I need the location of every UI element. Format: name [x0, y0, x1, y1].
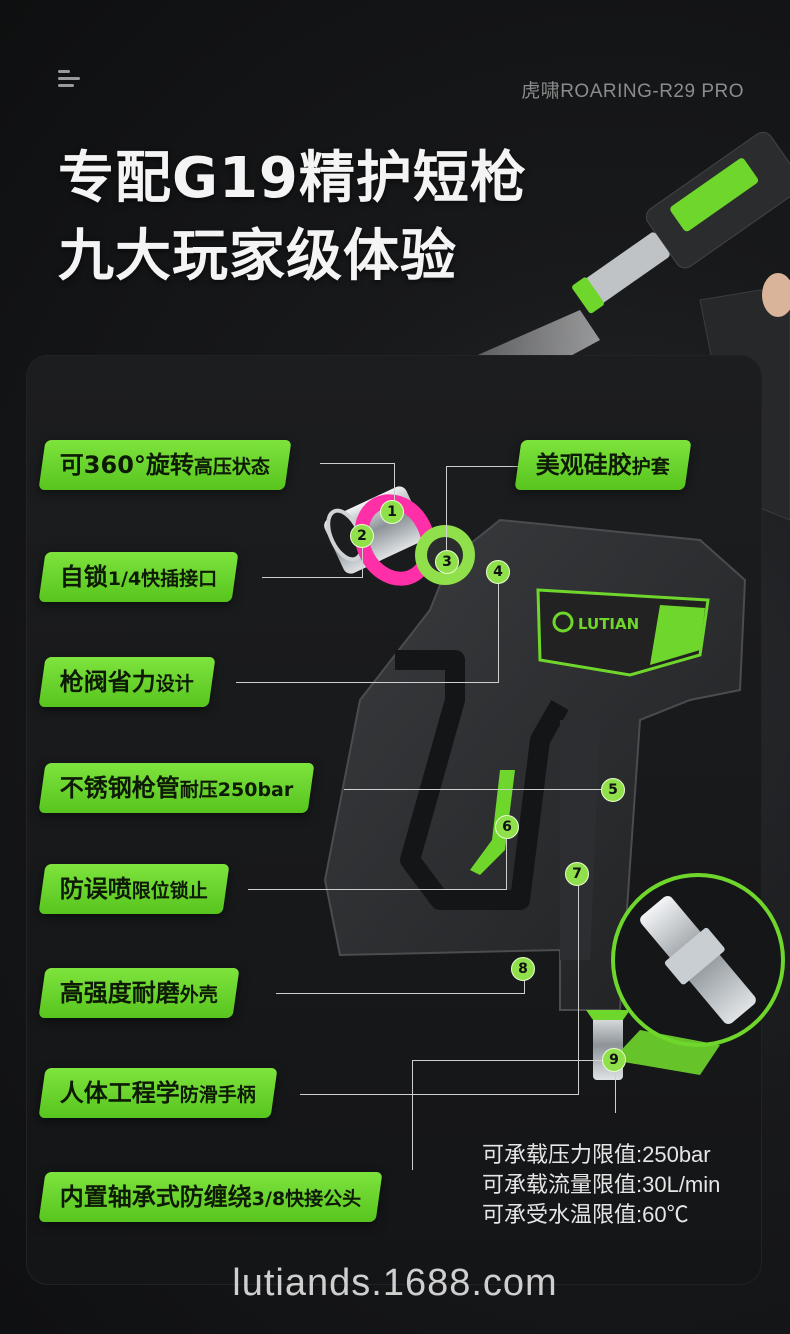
leader-line-9 [412, 1060, 616, 1113]
leader-line-7 [300, 874, 579, 1095]
marker-5: 5 [601, 778, 625, 802]
feature-tag-steel-barrel: 不锈钢枪管耐压250bar [38, 763, 315, 813]
spec-list: 可承载压力限值:250bar 可承载流量限值:30L/min 可承受水温限值:6… [482, 1140, 720, 1230]
leader-line-2 [262, 545, 363, 578]
feature-tag-ergonomic-grip: 人体工程学防滑手柄 [38, 1068, 278, 1118]
menu-icon[interactable] [58, 70, 82, 88]
feature-tag-shell: 高强度耐磨外壳 [38, 968, 240, 1018]
leader-line-5 [344, 789, 612, 790]
page-title: 专配G19精护短枪 九大玩家级体验 [58, 140, 527, 296]
store-url[interactable]: lutiands.1688.com [232, 1262, 558, 1304]
marker-6: 6 [495, 815, 519, 839]
marker-3: 3 [435, 550, 459, 574]
feature-tag-valve: 枪阀省力设计 [38, 657, 216, 707]
model-name: 虎啸ROARING-R29 PRO [521, 81, 744, 102]
feature-tag-rotation: 可360°旋转高压状态 [38, 440, 292, 490]
headline-line-1: 专配G19精护短枪 [58, 146, 527, 211]
leader-line-6 [248, 826, 507, 890]
spec-pressure: 可承载压力限值:250bar [482, 1142, 711, 1167]
marker-8: 8 [511, 957, 535, 981]
marker-4: 4 [486, 560, 510, 584]
feature-tag-silicone-sleeve: 美观硅胶护套 [514, 440, 692, 490]
leader-line-4 [236, 572, 499, 683]
spec-flow: 可承载流量限值:30L/min [482, 1172, 721, 1197]
leader-line-3 [446, 466, 519, 557]
feature-tag-bearing-connector: 内置轴承式防缠绕3/8快接公头 [38, 1172, 383, 1222]
marker-7: 7 [565, 862, 589, 886]
leader-line-9b [412, 1112, 413, 1170]
marker-9: 9 [602, 1048, 626, 1072]
leader-line-1 [320, 463, 395, 506]
headline-line-2: 九大玩家级体验 [58, 224, 457, 289]
spec-temperature: 可承受水温限值:60℃ [482, 1202, 689, 1227]
leader-line-8 [276, 967, 525, 994]
marker-2: 2 [350, 524, 374, 548]
feature-tag-quick-connect: 自锁1/4快插接口 [38, 552, 239, 602]
marker-1: 1 [380, 500, 404, 524]
feature-tag-trigger-lock: 防误喷限位锁止 [38, 864, 230, 914]
